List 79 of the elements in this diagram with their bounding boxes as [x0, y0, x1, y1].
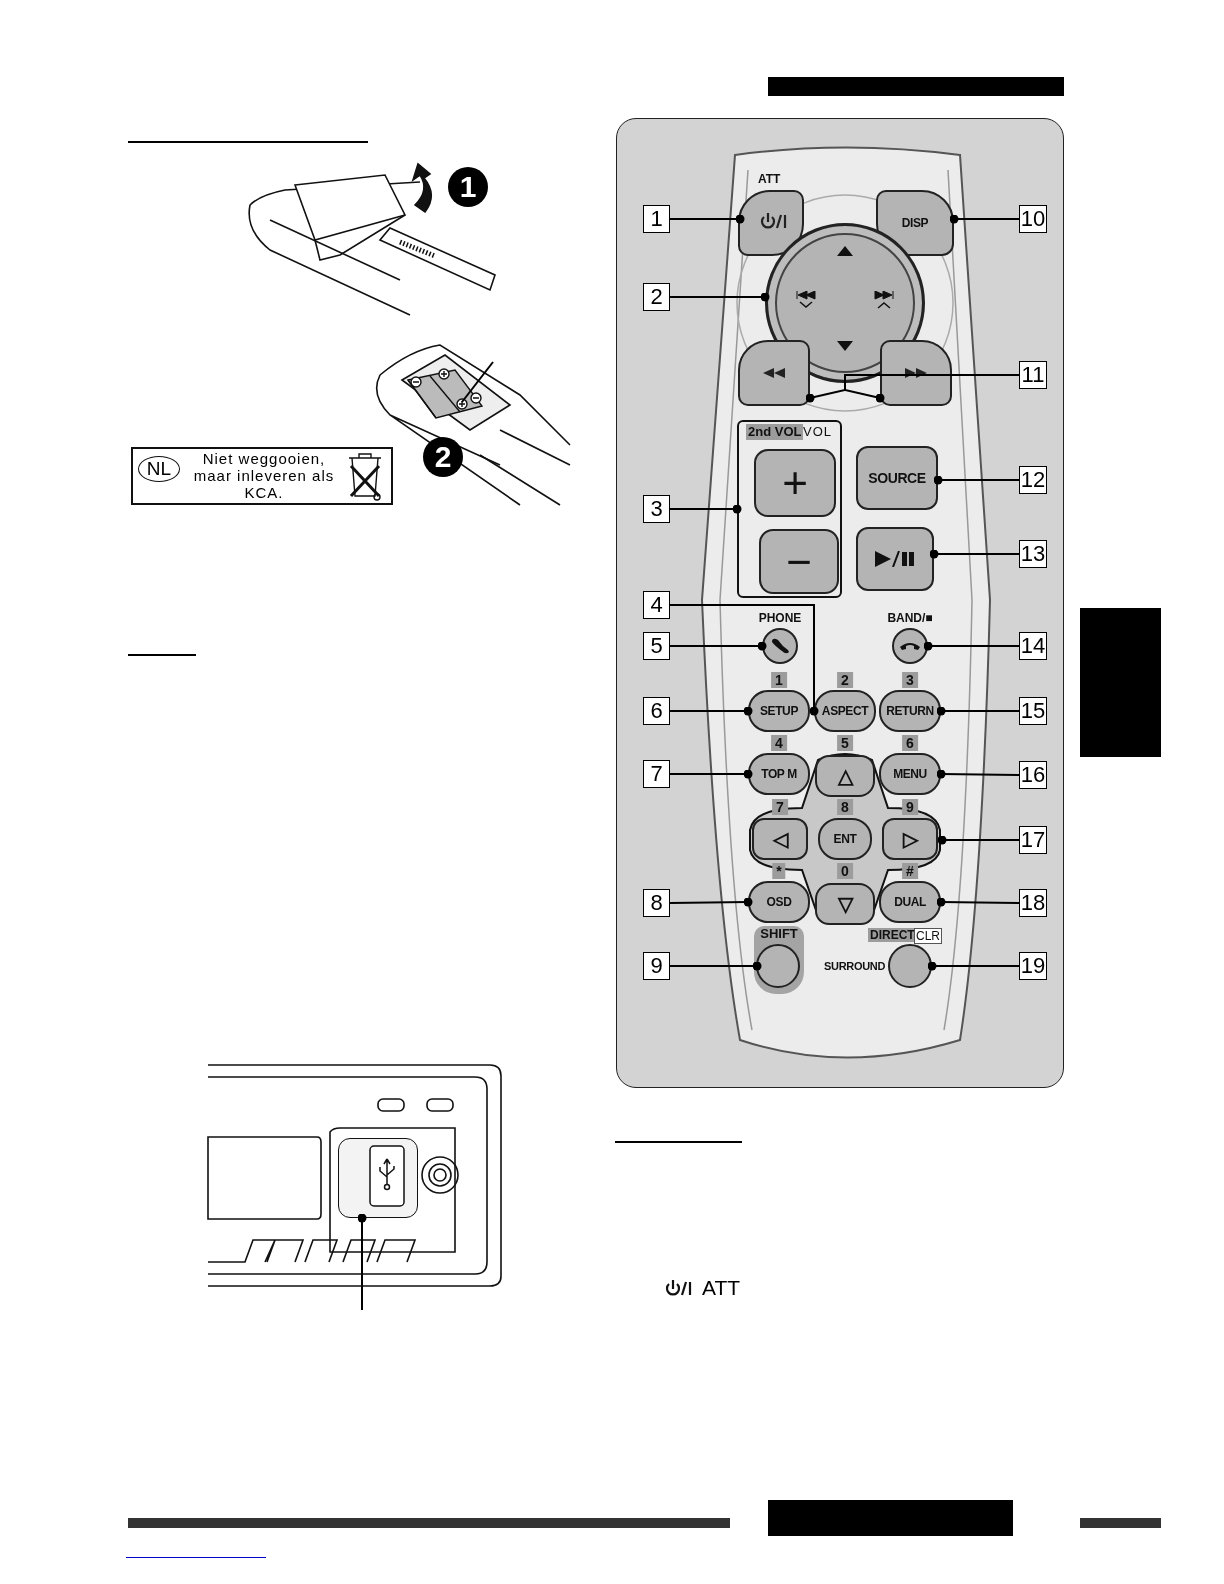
remote-button: ▷: [882, 818, 938, 860]
key-number: 0: [837, 863, 853, 879]
callout-number: 3: [643, 495, 670, 523]
button-label: SURROUND: [824, 959, 886, 973]
key-number: 9: [902, 799, 918, 815]
remote-button: △: [815, 755, 875, 797]
key-number: #: [902, 863, 918, 879]
recycling-notice: [131, 447, 393, 505]
callout-number: 10: [1019, 205, 1047, 233]
remote-button: ◁: [752, 818, 808, 860]
callout-number: 2: [643, 283, 670, 311]
remote-button: [880, 340, 952, 406]
key-number: 1: [771, 672, 787, 688]
key-number: 7: [772, 799, 788, 815]
leader-line: [669, 961, 762, 971]
leader-line: [669, 769, 753, 779]
leader-line: [669, 706, 753, 716]
callout-number: 16: [1019, 761, 1047, 789]
key-number: 3: [902, 672, 918, 688]
key-number: 6: [902, 735, 918, 751]
button-label: CLR: [914, 928, 942, 944]
leader-line: [461, 361, 494, 403]
remote-button: SOURCE: [856, 446, 938, 510]
remote-button: ▽: [815, 883, 875, 925]
step-number: 2: [423, 437, 463, 477]
key-number: 4: [771, 735, 787, 751]
leader-line: [949, 214, 1020, 224]
callout-number: 11: [1019, 361, 1047, 389]
leader-line: [929, 549, 1020, 559]
callout-number: 5: [643, 632, 670, 660]
button-label: DIRECT: [868, 928, 917, 942]
section-tab: [1080, 608, 1161, 757]
remote-button: [856, 527, 934, 591]
callout-number: 17: [1019, 826, 1047, 854]
callout-number: 6: [643, 697, 670, 725]
leader-line: [933, 475, 1020, 485]
leader-line: [937, 835, 1020, 845]
leader-line: [923, 641, 1020, 651]
shift-key-surround: [754, 926, 804, 994]
callout-number: 12: [1019, 466, 1047, 494]
leader-line: [936, 769, 1020, 779]
leader-line: [669, 897, 753, 907]
key-number: 8: [837, 799, 853, 815]
button-label: SHIFT: [759, 927, 799, 941]
leader-line: [357, 1213, 367, 1311]
remote-button: +: [754, 449, 836, 517]
volume-key-frame: [737, 420, 842, 598]
callout-number: 9: [643, 952, 670, 980]
remote-button: −: [759, 529, 839, 594]
leader-line: [669, 504, 742, 514]
leader-line: [936, 897, 1020, 907]
callout-number: 7: [643, 760, 670, 788]
notice-text: Niet weggooien, maar inleveren als KCA.: [192, 450, 336, 501]
key-number: 5: [837, 735, 853, 751]
button-label: BAND/■: [886, 611, 934, 625]
button-label: ATT: [702, 1276, 741, 1300]
key-number: *: [772, 863, 786, 879]
leader-line: [669, 214, 745, 224]
leader-line: [669, 641, 767, 651]
callout-number: 19: [1019, 952, 1047, 980]
key-number: 2: [837, 672, 853, 688]
button-label: VOL: [803, 424, 832, 440]
leader-line: [936, 706, 1020, 716]
leader-line: [669, 604, 819, 716]
callout-number: 13: [1019, 540, 1047, 568]
step-number: 1: [448, 167, 488, 207]
callout-number: 18: [1019, 889, 1047, 917]
remote-button: [738, 340, 810, 406]
leader-line: [669, 292, 770, 302]
button-label: 2nd VOL: [746, 424, 804, 440]
usb-cover: [338, 1138, 418, 1218]
button-label: ATT: [758, 172, 781, 186]
callout-number: 4: [643, 591, 670, 619]
callout-number: 15: [1019, 697, 1047, 725]
callout-number: 1: [643, 205, 670, 233]
callout-number: 8: [643, 889, 670, 917]
leader-line: [927, 961, 1020, 971]
callout-number: 14: [1019, 632, 1047, 660]
button-label: PHONE: [757, 611, 803, 625]
